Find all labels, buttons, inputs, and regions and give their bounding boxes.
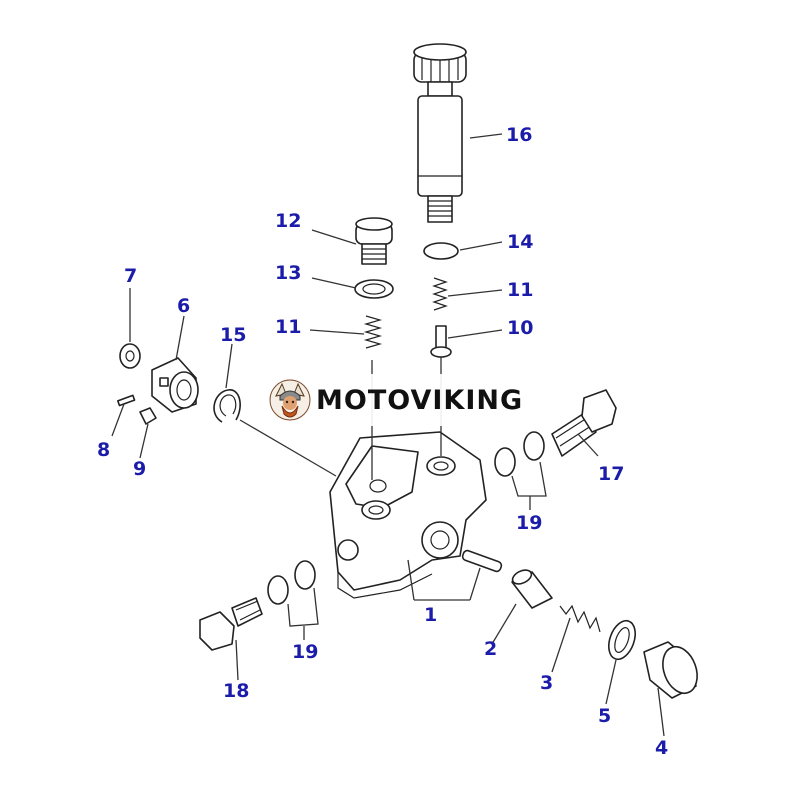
label-3: 3	[540, 672, 553, 694]
label-14: 14	[507, 231, 533, 253]
part-11-spring-right	[432, 277, 448, 311]
part-3-spring	[559, 604, 601, 633]
label-10: 10	[507, 317, 533, 339]
label-16: 16	[506, 124, 532, 146]
label-19-upper: 19	[516, 512, 542, 534]
watermark-brand-text: MOTOVIKING	[316, 384, 524, 416]
part-7-washer	[119, 343, 141, 369]
part-18-bolt	[199, 597, 263, 651]
part-5-gasket	[608, 619, 636, 661]
part-1-pump-body	[329, 431, 487, 599]
part-16-priming-pump	[413, 43, 467, 223]
label-8: 8	[97, 439, 110, 461]
label-1: 1	[424, 604, 437, 626]
part-11-spring-left	[363, 315, 383, 349]
part-19-gaskets-upper	[494, 431, 545, 477]
label-19-lower: 19	[292, 641, 318, 663]
part-12-plug	[355, 217, 393, 265]
label-6: 6	[177, 295, 190, 317]
label-2: 2	[484, 638, 497, 660]
part-labels: 16 12 13 14 11 11 10 7 6 15 8 9 17 19 1 …	[97, 124, 668, 759]
part-17-bolt	[551, 389, 617, 457]
part-9-screw	[139, 407, 157, 425]
label-13: 13	[275, 262, 301, 284]
part-10-valve	[430, 325, 452, 378]
part-4-plug	[643, 641, 698, 699]
label-12: 12	[275, 210, 301, 232]
viking-logo-icon	[269, 379, 311, 421]
label-11-right: 11	[507, 279, 533, 301]
part-14-o-ring	[423, 242, 459, 260]
label-7: 7	[124, 265, 137, 287]
label-4: 4	[655, 737, 668, 759]
watermark: MOTOVIKING	[262, 374, 536, 426]
part-8-pin	[116, 394, 136, 407]
label-9: 9	[133, 458, 146, 480]
label-15: 15	[220, 324, 246, 346]
part-15-snap-ring	[213, 389, 241, 423]
label-11-left: 11	[275, 316, 301, 338]
part-6-holder	[151, 357, 199, 413]
part-1-pin	[461, 549, 503, 573]
part-2-sleeve	[511, 569, 553, 609]
label-17: 17	[598, 463, 624, 485]
part-19-gaskets-lower	[267, 560, 316, 605]
label-18: 18	[223, 680, 249, 702]
label-5: 5	[598, 705, 611, 727]
part-13-gasket	[354, 279, 394, 299]
